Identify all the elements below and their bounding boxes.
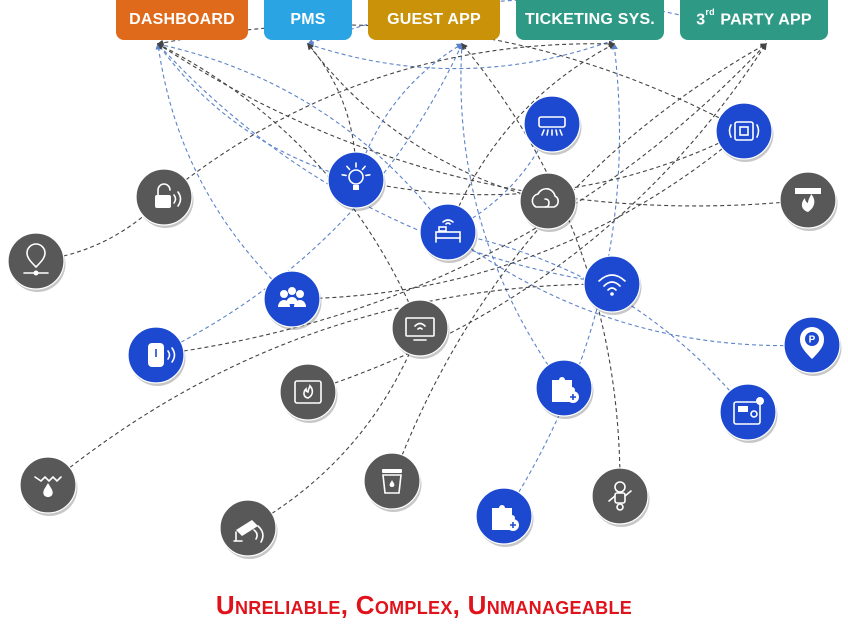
link-bed-to-ticketing: [447, 43, 616, 233]
node-leak[interactable]: [19, 456, 78, 516]
link-heater-to-third_party: [307, 42, 767, 393]
fire-alarm-icon: [795, 188, 821, 212]
node-people[interactable]: [263, 270, 322, 330]
smart-bed-icon: [435, 219, 461, 243]
voice-assistant-icon: [148, 343, 176, 367]
water-leak-icon: [34, 475, 62, 497]
link-bed-to-dashboard: [156, 41, 449, 233]
node-voice[interactable]: [127, 326, 186, 386]
tab-third-party-app[interactable]: 3rd PARTY APP: [680, 0, 828, 40]
node-safe[interactable]: [719, 383, 778, 443]
link-light-to-dashboard: [157, 42, 357, 181]
link-door-panel-to-dashboard: [156, 24, 745, 132]
location-icon: [23, 243, 49, 276]
robot-icon: [608, 481, 632, 511]
tab-guest-app[interactable]: GUEST APP: [368, 0, 500, 40]
smart-lock-icon: [155, 183, 182, 208]
puzzle-plugin-icon: [552, 377, 579, 403]
node-bed[interactable]: [419, 203, 478, 263]
node-parking[interactable]: P: [783, 316, 842, 376]
node-wifi[interactable]: [583, 255, 642, 315]
tab-dashboard-label: DASHBOARD: [129, 11, 235, 28]
door-sensor-icon: [728, 121, 760, 141]
link-leak-to-wifi: [47, 283, 613, 486]
trash-bin-icon: [382, 469, 402, 494]
link-door-panel-to-people: [291, 130, 745, 300]
tab-pms[interactable]: PMS: [264, 0, 352, 40]
link-cloud-to-pms: [307, 42, 549, 202]
air-conditioner-icon: [538, 116, 566, 136]
link-voice-to-third_party: [155, 43, 767, 356]
svg-text:P: P: [809, 335, 816, 346]
link-people-to-dashboard: [155, 42, 293, 300]
tab-guest-app-label: GUEST APP: [387, 11, 481, 28]
link-fire-to-dashboard: [156, 43, 809, 207]
tab-dashboard[interactable]: DASHBOARD: [116, 0, 248, 40]
wifi-icon: [598, 274, 626, 296]
node-light[interactable]: [327, 151, 386, 211]
puzzle-plugin-icon: [492, 505, 519, 531]
tab-pms-label: PMS: [290, 11, 326, 28]
node-camera[interactable]: [219, 499, 278, 559]
heater-icon: [294, 380, 322, 404]
node-door-panel[interactable]: [715, 102, 774, 162]
node-fire[interactable]: [779, 171, 838, 231]
link-wifi-to-dashboard: [157, 43, 613, 285]
node-lock[interactable]: [135, 168, 194, 228]
node-tv[interactable]: [391, 299, 450, 359]
security-camera-icon: [233, 520, 264, 543]
parking-pin-icon: P: [800, 327, 824, 359]
occupancy-icon: [278, 287, 306, 307]
node-ac[interactable]: [523, 95, 582, 155]
link-plugin-1-to-guest_app: [458, 42, 565, 389]
diagram-caption: Unreliable, Complex, Unmanageable: [215, 590, 633, 620]
link-robot-to-guest_app: [461, 42, 621, 497]
tab-third-party-label: 3rd PARTY APP: [696, 7, 812, 29]
link-camera-to-tv: [247, 327, 421, 529]
node-bin[interactable]: [363, 452, 422, 512]
smart-tv-icon: [405, 317, 435, 341]
node-plugin-2[interactable]: [475, 487, 534, 547]
node-plugin-1[interactable]: [535, 359, 594, 419]
node-robot[interactable]: [591, 467, 650, 527]
node-cloud[interactable]: [519, 172, 578, 232]
lightbulb-icon: [341, 162, 371, 190]
safe-box-icon: [733, 397, 764, 425]
link-ticketing-to-pms: [306, 39, 615, 70]
link-tv-to-dashboard: [156, 43, 421, 329]
tab-ticketing-system[interactable]: TICKETING SYS.: [516, 0, 664, 40]
node-heater[interactable]: [279, 363, 338, 423]
node-location[interactable]: [7, 232, 66, 292]
cloud-icon: [531, 188, 559, 208]
tab-ticketing-label: TICKETING SYS.: [525, 11, 655, 28]
